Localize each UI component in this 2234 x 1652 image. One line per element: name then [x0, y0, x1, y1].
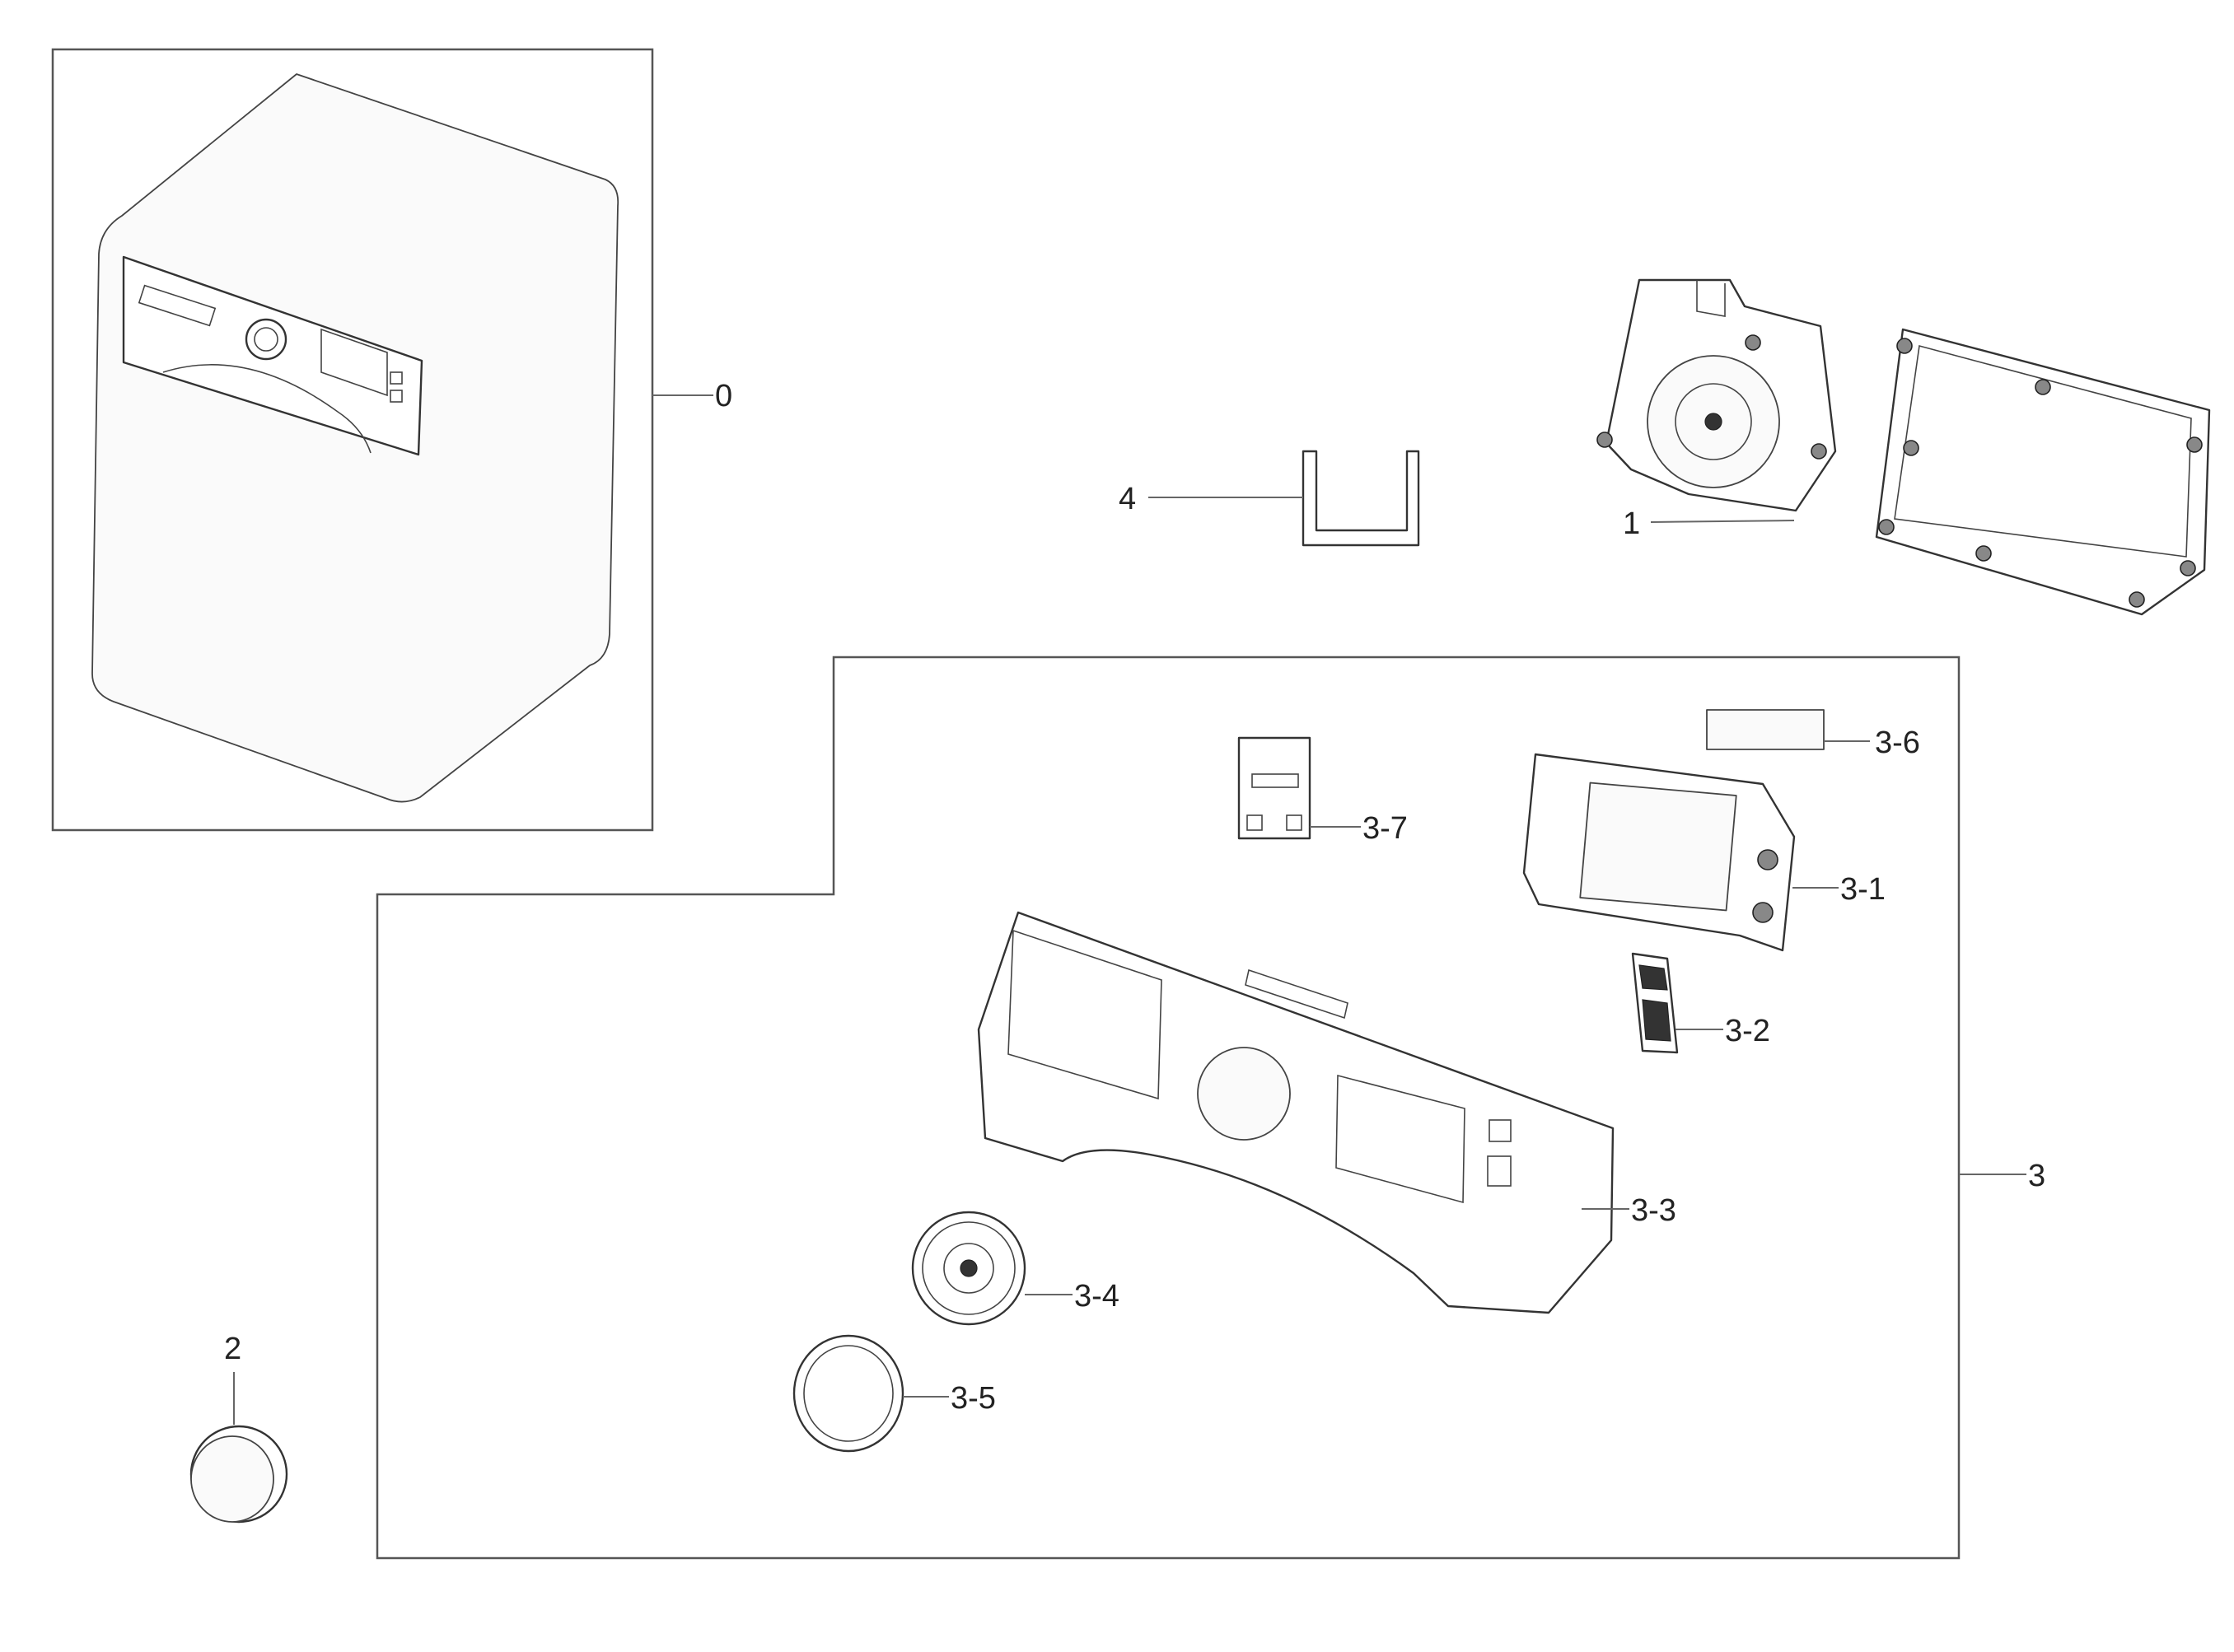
display-knob-2 [1752, 902, 1774, 923]
pcb-rear-tray-inner [1894, 344, 2192, 558]
cap-face [190, 1435, 274, 1523]
leader-1 [1650, 520, 1795, 523]
push-button-face-2 [1642, 999, 1671, 1042]
washer-panel-skirt [162, 364, 372, 454]
control-panel-button-slot-1 [1489, 1119, 1512, 1142]
group-0: 0 [51, 48, 732, 832]
label-sticker [1706, 709, 1825, 750]
pcb-rear-screw-8 [1903, 440, 1919, 456]
callout-3-6: 3-6 [1875, 726, 1920, 760]
knob-trim-ring [792, 1334, 904, 1453]
part-1: 1 [1596, 278, 2211, 616]
callout-3-2: 3-2 [1725, 1014, 1770, 1048]
washer-button-2 [390, 390, 403, 403]
knob-trim-ring-inner [803, 1345, 894, 1442]
sub-pcb [1237, 736, 1311, 840]
washer-button-1 [390, 371, 403, 385]
pcb-rear-screw-5 [2129, 591, 2145, 608]
callout-2: 2 [224, 1332, 241, 1366]
knob-hub [943, 1243, 994, 1294]
control-panel-frame [977, 911, 1615, 1314]
callout-3-7: 3-7 [1362, 811, 1408, 846]
control-panel-handle [1245, 968, 1348, 1020]
group-3-frame [376, 656, 1961, 1560]
callout-1: 1 [1623, 506, 1640, 541]
washer-display [320, 328, 388, 397]
washer-dial-inner [254, 327, 278, 352]
group-0-frame [51, 48, 654, 832]
pcb-front-housing-tab [1696, 280, 1726, 317]
pcb-front-screw-3 [1745, 334, 1761, 351]
sub-pcb-chip-1 [1246, 814, 1263, 831]
display-screen [1579, 782, 1737, 912]
washer-detergent-drawer [138, 284, 217, 327]
control-panel-drawer-opening [1007, 929, 1162, 1100]
push-button-face [1638, 964, 1668, 991]
pcb-rear-screw-6 [1878, 519, 1895, 535]
knob-encoder-center [1704, 413, 1722, 431]
pcb-rear-screw-3 [2186, 436, 2203, 453]
callout-3-1: 3-1 [1840, 872, 1886, 907]
part-2: 2 [189, 1332, 288, 1524]
knob-ring [922, 1221, 1016, 1315]
pcb-rear-screw-7 [1975, 545, 1992, 562]
callout-3-3: 3-3 [1631, 1193, 1676, 1228]
washer-cabinet [91, 73, 619, 803]
pcb-rear-tray [1875, 328, 2211, 616]
display-knob-1 [1757, 849, 1778, 870]
knob-encoder-inner [1675, 383, 1752, 460]
pcb-rear-screw-1 [1896, 338, 1913, 354]
sub-pcb-connector [1251, 773, 1299, 788]
pcb-front-screw-1 [1596, 432, 1613, 448]
control-panel-knob-opening [1197, 1047, 1291, 1141]
callout-4: 4 [1119, 482, 1136, 516]
control-panel-button-slot-2 [1487, 1155, 1512, 1187]
callout-0: 0 [715, 379, 732, 413]
sub-pcb-chip-2 [1286, 814, 1302, 831]
control-panel-display-window [1335, 1074, 1465, 1204]
part-4: 4 [1119, 450, 1420, 547]
pcb-rear-screw-2 [2035, 379, 2051, 395]
callout-3-5: 3-5 [951, 1381, 996, 1416]
pcb-front-screw-2 [1811, 443, 1827, 460]
bracket [1302, 450, 1420, 547]
washer-dial [245, 318, 287, 361]
group-3: 3 3-6 3-7 3-1 3-2 3-3 [376, 656, 2045, 1560]
callout-3: 3 [2028, 1159, 2045, 1193]
callout-3-4: 3-4 [1074, 1279, 1119, 1314]
pcb-rear-screw-4 [2180, 560, 2196, 576]
knob-center [960, 1259, 978, 1277]
